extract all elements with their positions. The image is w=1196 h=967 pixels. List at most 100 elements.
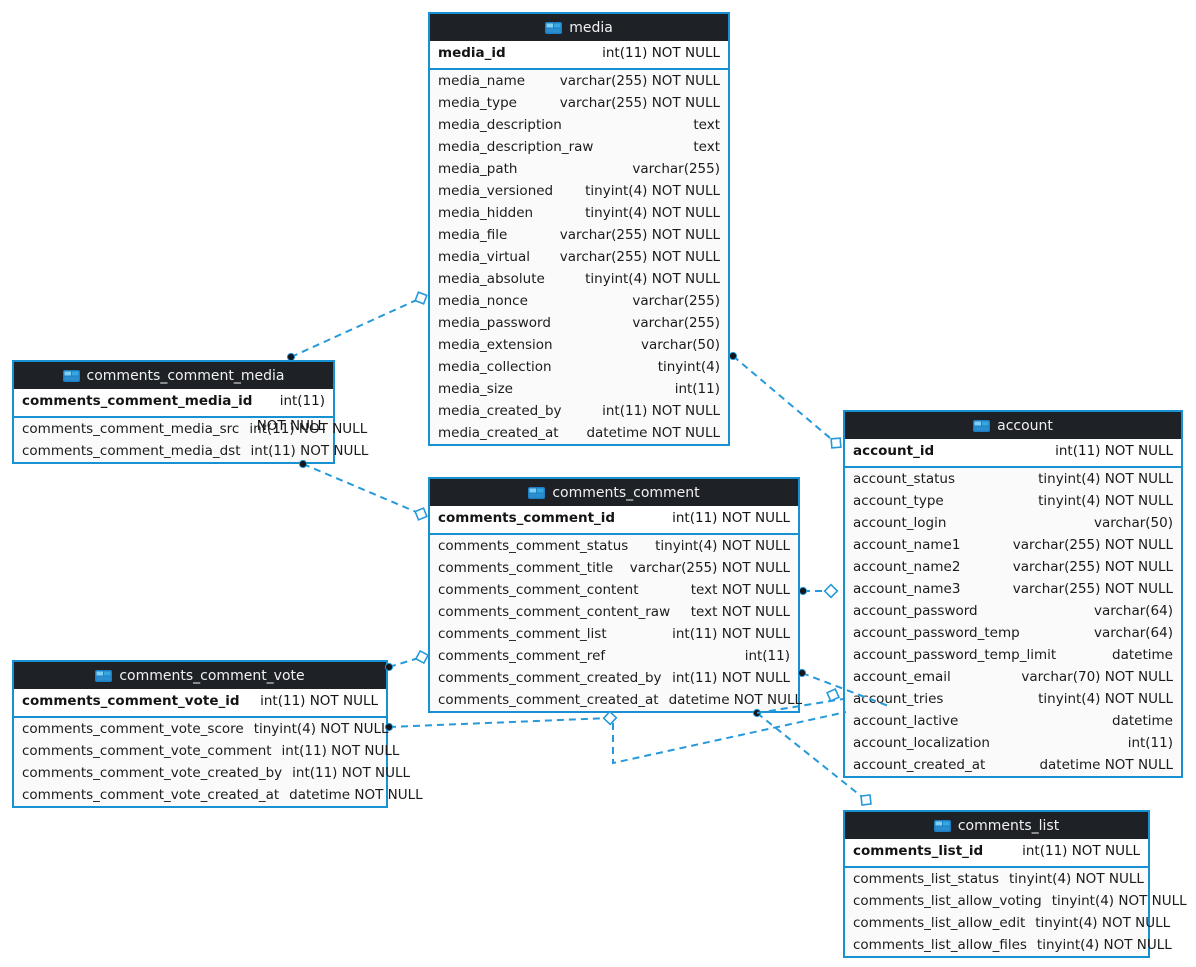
column-type: int(11) NOT NULL: [672, 626, 790, 642]
column-type: tinyint(4) NOT NULL: [585, 205, 720, 221]
column-type: datetime: [1112, 647, 1173, 663]
relationship-line-comments_comment_media-to-comments_comment: [302, 463, 422, 515]
table-icon: [545, 21, 563, 34]
table-header: comments_list: [845, 812, 1148, 839]
column-type: varchar(255) NOT NULL: [559, 227, 720, 243]
column-type: tinyint(4) NOT NULL: [1035, 915, 1171, 931]
column-name: comments_comment_vote_id: [22, 693, 240, 709]
column-name: account_password_temp: [853, 625, 1020, 641]
table-title: comments_comment_media: [86, 367, 285, 384]
column-type: datetime NOT NULL: [586, 425, 720, 441]
table-header: comments_comment_media: [14, 362, 333, 389]
column-name: account_name1: [853, 537, 961, 553]
column-name: media_nonce: [438, 293, 528, 309]
column-name: account_status: [853, 471, 956, 487]
relationship-line-comments_comment_vote-to-comments_comment: [388, 656, 423, 668]
column-name: media_extension: [438, 337, 553, 353]
column-type: varchar(255): [632, 315, 720, 331]
table-comments-comment-vote[interactable]: comments_comment_vote comments_comment_v…: [12, 660, 423, 808]
column-type: text: [693, 139, 720, 155]
relationship-line-comments_comment_vote-to-account: [388, 717, 611, 728]
column-name: media_virtual: [438, 249, 530, 265]
column-type: varchar(70) NOT NULL: [1021, 669, 1173, 685]
column-name: media_size: [438, 381, 513, 397]
column-name: media_description: [438, 117, 562, 133]
column-type: varchar(255): [632, 293, 720, 309]
column-type: varchar(255) NOT NULL: [559, 95, 720, 111]
column-name: account_password_temp_limit: [853, 647, 1057, 663]
column-name: comments_comment_media_src: [22, 421, 240, 437]
relationship-line-media-to-account: [732, 355, 837, 444]
column-row: media_virtual varchar(255) NOT NULL: [430, 246, 728, 268]
column-type: int(11) NOT NULL: [256, 393, 325, 434]
column-name: account_email: [853, 669, 951, 685]
column-name: comments_comment_id: [438, 510, 616, 526]
column-name: comments_comment_media_id: [22, 393, 253, 409]
column-row: account_password_temp_limit datetime: [845, 644, 1181, 666]
column-name: media_versioned: [438, 183, 554, 199]
column-type: tinyint(4): [657, 359, 720, 375]
column-name: media_type: [438, 95, 517, 111]
table-comments-comment-media[interactable]: comments_comment_media comments_comment_…: [12, 360, 368, 464]
column-name: account_login: [853, 515, 947, 531]
column-row: media_nonce varchar(255): [430, 290, 728, 312]
column-type: datetime: [1112, 713, 1173, 729]
relationship-diamond-endpoint: [825, 687, 841, 703]
column-type: varchar(255) NOT NULL: [559, 249, 720, 265]
column-name: comments_comment_content: [438, 582, 639, 598]
column-name: media_created_at: [438, 425, 559, 441]
column-name: comments_comment_media_dst: [22, 443, 241, 459]
column-type: varchar(255) NOT NULL: [629, 560, 790, 576]
column-name: comments_comment_vote_created_at: [22, 787, 280, 803]
relationship-diamond-endpoint: [602, 710, 618, 726]
column-name: comments_comment_vote_created_by: [22, 765, 283, 781]
table-header: comments_comment_vote: [14, 662, 386, 689]
column-name: comments_comment_status: [438, 538, 629, 554]
column-name: comments_comment_created_at: [438, 692, 659, 708]
relationship-line-comments_comment-self-reference: [612, 711, 847, 765]
relationship-diamond-endpoint: [860, 794, 872, 806]
column-name: comments_list_allow_voting: [853, 893, 1042, 909]
table-title: media: [569, 19, 613, 36]
column-name: account_id: [853, 443, 935, 459]
column-type: int(11): [744, 648, 790, 664]
column-type: varchar(50): [640, 337, 720, 353]
column-type: varchar(50): [1093, 515, 1173, 531]
column-type: int(11) NOT NULL: [1055, 443, 1173, 459]
primary-key-row: account_id int(11) NOT NULL: [845, 439, 1181, 468]
column-type: tinyint(4) NOT NULL: [585, 271, 720, 287]
table-icon: [528, 486, 546, 499]
table-title: comments_list: [957, 817, 1060, 834]
